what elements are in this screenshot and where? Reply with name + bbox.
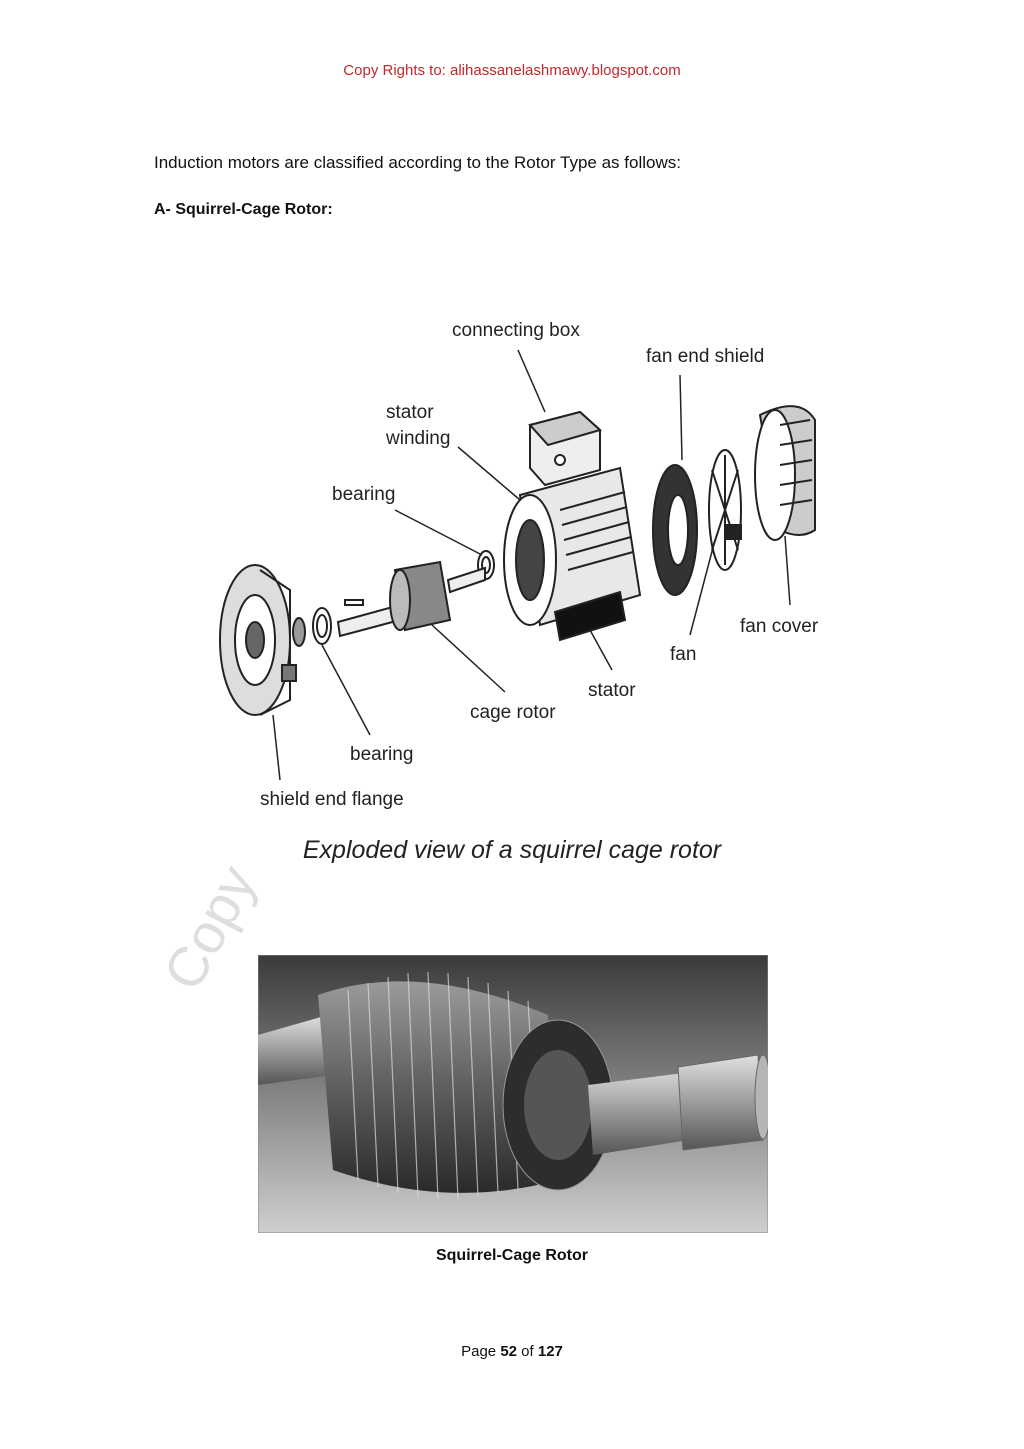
page-prefix: Page xyxy=(461,1343,497,1360)
copyright-header: Copy Rights to: alihassanelashmawy.blogs… xyxy=(343,62,681,79)
label-fan-end-shield: fan end shield xyxy=(646,346,764,367)
label-stator: stator xyxy=(588,680,636,701)
squirrel-cage-rotor-photo xyxy=(258,955,768,1233)
stator-part xyxy=(503,466,642,642)
fan-cover-part xyxy=(754,405,816,541)
cage-rotor-part xyxy=(336,560,486,638)
page-number: 52 xyxy=(500,1343,517,1360)
intro-paragraph: Induction motors are classified accordin… xyxy=(154,153,681,172)
label-stator-winding-line2: winding xyxy=(385,428,450,449)
label-fan-cover: fan cover xyxy=(740,616,819,637)
label-bearing-bottom: bearing xyxy=(350,744,413,765)
figure-caption-rotor-photo: Squirrel-Cage Rotor xyxy=(435,1247,588,1264)
page-of: of xyxy=(521,1343,534,1360)
shield-end-flange-part xyxy=(219,564,297,716)
label-stator-winding-line1: stator xyxy=(386,402,434,423)
watermark-text: Copy xyxy=(150,855,268,1001)
fan-end-shield-part xyxy=(652,464,698,596)
label-bearing-top: bearing xyxy=(332,484,395,505)
exploded-view-diagram: connecting box fan end shield stator win… xyxy=(219,320,819,810)
fan-part xyxy=(708,449,742,571)
connecting-box-part xyxy=(528,410,603,487)
total-pages: 127 xyxy=(537,1343,563,1360)
label-cage-rotor: cage rotor xyxy=(470,702,556,723)
label-connecting-box: connecting box xyxy=(452,320,580,341)
label-shield-end-flange: shield end flange xyxy=(260,789,404,810)
figure-caption-exploded-view: Exploded view of a squirrel cage rotor xyxy=(302,836,722,864)
label-fan: fan xyxy=(670,644,696,665)
section-title: A- Squirrel-Cage Rotor: xyxy=(154,201,333,218)
page-footer: Page 52 of 127 xyxy=(0,1343,1024,1360)
